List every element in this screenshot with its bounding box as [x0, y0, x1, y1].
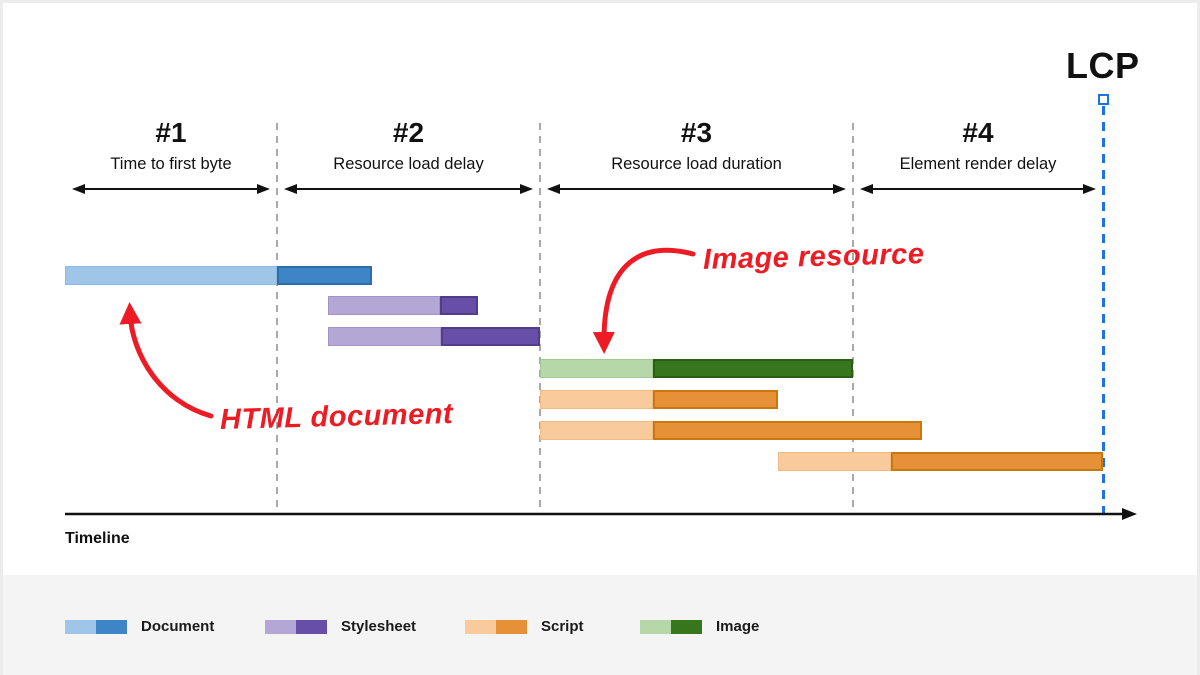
lcp-dashed-line: [1102, 106, 1105, 513]
bar-image-light-segment: [540, 359, 653, 378]
legend-item-image: Image: [640, 618, 759, 635]
bar-stylesheet-light-segment: [328, 327, 441, 346]
html-document-arrow-icon: [119, 302, 214, 419]
bar-document-dark-segment: [277, 266, 372, 285]
phase-range-arrow-icon: [547, 184, 846, 194]
bar-stylesheet-light-segment: [328, 296, 440, 315]
legend-swatch-image-icon: [640, 619, 702, 634]
swatch-light-half: [65, 619, 96, 634]
bar-script-dark-segment: [891, 452, 1103, 471]
phase-label: Time to first byte: [110, 155, 232, 173]
phase-label: Resource load delay: [333, 155, 484, 173]
image-resource-arrow-icon: [592, 247, 696, 354]
legend-swatch-stylesheet-icon: [265, 619, 327, 634]
legend-label: Stylesheet: [341, 618, 417, 635]
bar-stylesheet-dark-segment: [441, 327, 540, 346]
phase-number: #1: [155, 117, 187, 148]
phase-range-arrow-icon: [284, 184, 533, 194]
legend-label: Document: [141, 618, 215, 635]
swatch-dark-half: [96, 619, 127, 634]
timeline-axis-arrowhead-icon: [1122, 508, 1137, 520]
swatch-light-half: [265, 619, 296, 634]
phase-separator-1: [276, 123, 278, 515]
legend-item-script: Script: [465, 618, 584, 635]
phase-separator-3: [852, 123, 854, 515]
swatch-light-half: [465, 619, 496, 634]
phase-separator-2: [539, 123, 541, 515]
legend-label: Script: [541, 618, 584, 635]
legend-band: Document Stylesheet Script Image: [3, 575, 1197, 675]
phase-range-arrow-icon: [860, 184, 1096, 194]
legend-swatch-document-icon: [65, 619, 127, 634]
phase-number: #3: [680, 117, 713, 148]
swatch-light-half: [640, 619, 671, 634]
phase-label: Element render delay: [899, 155, 1057, 173]
bar-script-dark-segment: [653, 390, 778, 409]
phase-label: Resource load duration: [611, 155, 782, 173]
bar-script-dark-segment: [653, 421, 922, 440]
phase-number: #2: [392, 117, 425, 148]
swatch-dark-half: [671, 619, 702, 634]
bar-stylesheet-dark-segment: [440, 296, 478, 315]
bar-document-light-segment: [65, 266, 277, 285]
legend-item-stylesheet: Stylesheet: [265, 618, 416, 635]
timeline-label: Timeline: [65, 530, 130, 547]
swatch-dark-half: [296, 619, 327, 634]
html-document-annotation: HTML document: [219, 397, 454, 437]
phase-number: #4: [962, 117, 994, 148]
bar-script-light-segment: [540, 390, 653, 409]
legend-label: Image: [716, 618, 760, 635]
bar-script-light-segment: [540, 421, 653, 440]
phase-range-arrow-icon: [72, 184, 270, 194]
image-resource-annotation: Image resource: [702, 238, 925, 276]
timeline-axis: [65, 508, 1137, 520]
bar-image-dark-segment: [653, 359, 853, 378]
legend-item-document: Document: [65, 618, 214, 635]
legend-swatch-script-icon: [465, 619, 527, 634]
swatch-dark-half: [496, 619, 527, 634]
lcp-marker-icon: [1098, 94, 1109, 105]
bar-script-light-segment: [778, 452, 891, 471]
lcp-label: LCP: [1066, 45, 1140, 86]
